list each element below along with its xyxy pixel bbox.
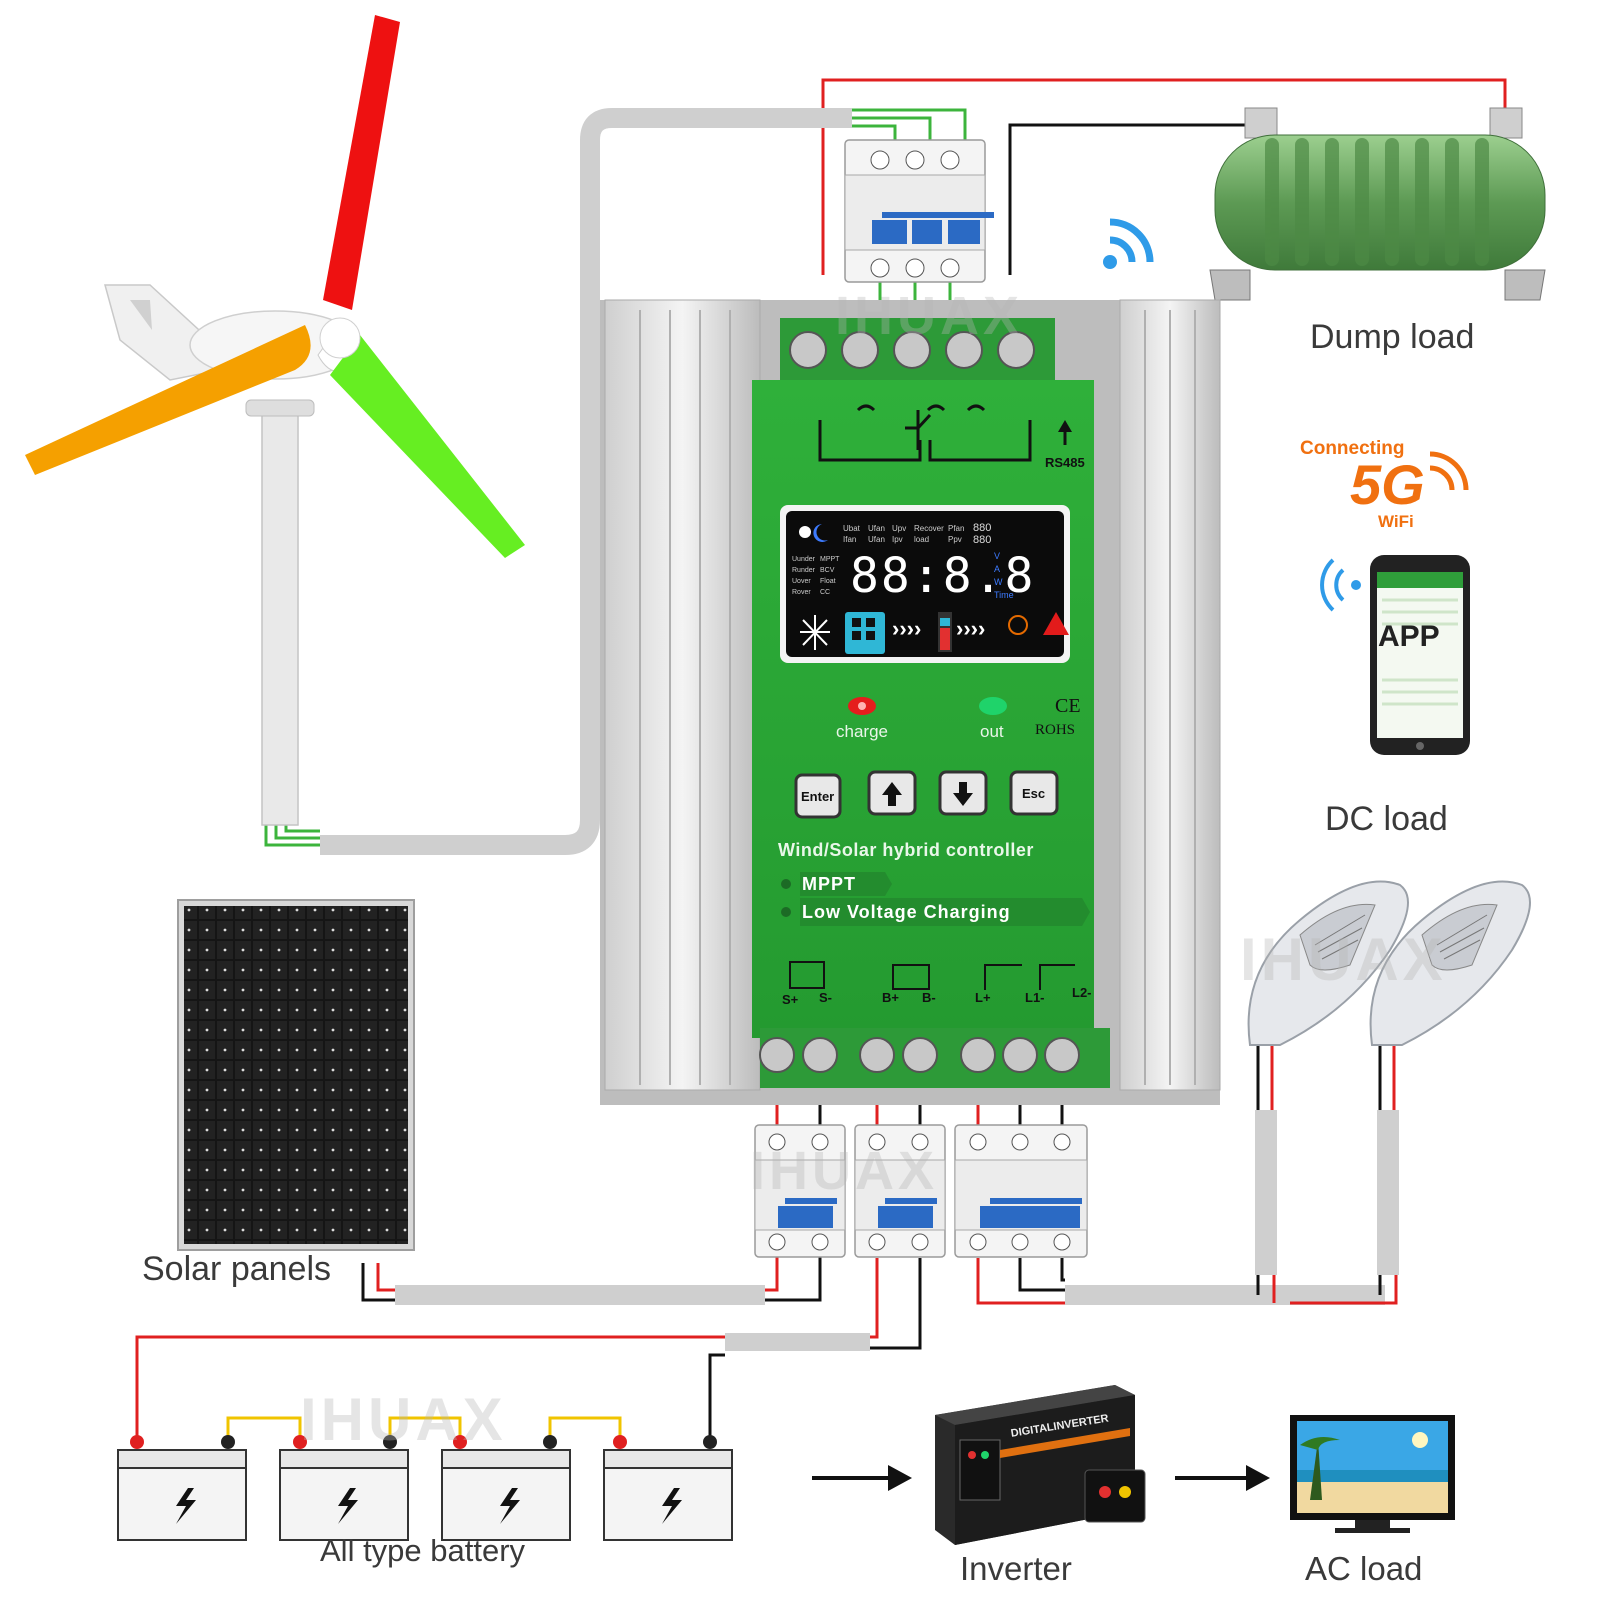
terminal-label: L+ <box>975 990 991 1005</box>
feature-low-voltage: Low Voltage Charging <box>802 902 1011 922</box>
hybrid-controller <box>600 299 1221 1105</box>
lcd-unit: V <box>994 551 1001 561</box>
lcd-top-label: Ubat <box>843 524 860 533</box>
lcd-top-label: Ufan <box>868 524 885 533</box>
battery-2 <box>279 1435 409 1541</box>
street-lamp-2 <box>1369 880 1531 1046</box>
inverter-label: Inverter <box>960 1550 1072 1587</box>
connecting-text: Connecting <box>1300 438 1405 459</box>
breaker-battery <box>854 1124 946 1258</box>
lcd-unit: W <box>994 577 1003 587</box>
lcd-left-label: MPPT <box>820 556 840 563</box>
wifi-icon <box>1103 218 1154 269</box>
dump-load-resistor <box>1209 107 1546 301</box>
terminal-label: S+ <box>782 992 799 1007</box>
watermark: IHUAX <box>835 286 1024 346</box>
arrow-to-inverter <box>812 1465 912 1491</box>
watermark: IHUAX <box>300 1386 507 1453</box>
terminal-label: B+ <box>882 990 899 1005</box>
street-lamp-1 <box>1247 880 1409 1046</box>
inverter-unit <box>935 1385 1146 1545</box>
lcd-top-label: load <box>914 535 930 544</box>
lcd-unit: A <box>994 564 1001 574</box>
lcd-small-digits: 880 <box>973 522 992 534</box>
terminal-label: B- <box>922 990 936 1005</box>
app-label: APP <box>1378 620 1440 653</box>
terminal-label: L1- <box>1025 990 1045 1005</box>
lcd-arrows-icon: ›››› <box>956 616 986 641</box>
arrow-to-ac-load <box>1175 1465 1270 1491</box>
lcd-left-label: Runder <box>792 567 815 574</box>
dc-load-label: DC load <box>1325 800 1448 838</box>
lcd-left-label: BCV <box>820 567 835 574</box>
controller-title: Wind/Solar hybrid controller <box>778 840 1034 860</box>
watermark: IHUAX <box>750 1141 939 1201</box>
battery-3 <box>441 1435 571 1541</box>
rs485-label: RS485 <box>1045 455 1085 470</box>
wires <box>135 78 1507 1440</box>
lcd-small-digits: 880 <box>973 534 992 546</box>
out-led-label: out <box>980 722 1004 741</box>
five-g-text: 5G <box>1350 453 1425 516</box>
watermark: IHUAX <box>1240 926 1447 993</box>
wifi-5g-icon <box>1429 451 1469 491</box>
battery-4 <box>603 1435 733 1541</box>
lcd-top-label: Ipv <box>892 535 903 544</box>
esc-button[interactable]: Esc <box>1022 786 1046 801</box>
enter-button[interactable]: Enter <box>801 789 835 804</box>
down-button[interactable] <box>941 772 987 814</box>
rohs-mark: ROHS <box>1035 722 1076 738</box>
lcd-left-label: Uunder <box>792 556 815 563</box>
wind-turbine <box>25 15 525 826</box>
lcd-top-label: Ppv <box>948 535 962 544</box>
lcd-left-label: Rover <box>792 589 811 596</box>
breaker-solar <box>754 1124 846 1258</box>
ce-mark: CE <box>1055 695 1081 717</box>
wifi-signal-icon <box>1320 558 1361 612</box>
ac-load-label: AC load <box>1305 1550 1423 1587</box>
battery-1 <box>117 1435 247 1541</box>
solar-panel <box>177 899 415 1251</box>
lcd-left-label: Float <box>820 578 836 585</box>
lcd-unit: Time <box>994 590 1014 600</box>
breaker-load <box>954 1124 1088 1258</box>
lcd-top-label: Ufan <box>868 535 885 544</box>
lcd-left-label: Uover <box>792 578 811 585</box>
breaker-top <box>844 139 994 283</box>
up-button[interactable] <box>870 772 916 814</box>
tv-ac-load <box>1290 1415 1455 1533</box>
feature-mppt: MPPT <box>802 874 857 894</box>
terminal-label: S- <box>819 990 832 1005</box>
charge-led-label: charge <box>836 722 888 741</box>
lcd-main-digits: 88:8.8 <box>850 548 1036 604</box>
lcd-arrows-icon: ›››› <box>892 616 922 641</box>
battery-label: All type battery <box>320 1533 526 1568</box>
battery-bank <box>117 1435 733 1541</box>
terminal-label: L2- <box>1072 985 1092 1000</box>
lcd-top-label: Upv <box>892 524 907 533</box>
lcd-top-label: Ifan <box>843 535 857 544</box>
lcd-left-label: CC <box>820 589 831 596</box>
solar-panels-label: Solar panels <box>142 1250 332 1288</box>
dump-load-label: Dump load <box>1310 318 1475 356</box>
phone-app <box>1370 555 1470 755</box>
lcd-top-label: Pfan <box>948 524 965 533</box>
wifi-text: WiFi <box>1378 512 1414 531</box>
lcd-top-label: Recover <box>914 524 944 533</box>
